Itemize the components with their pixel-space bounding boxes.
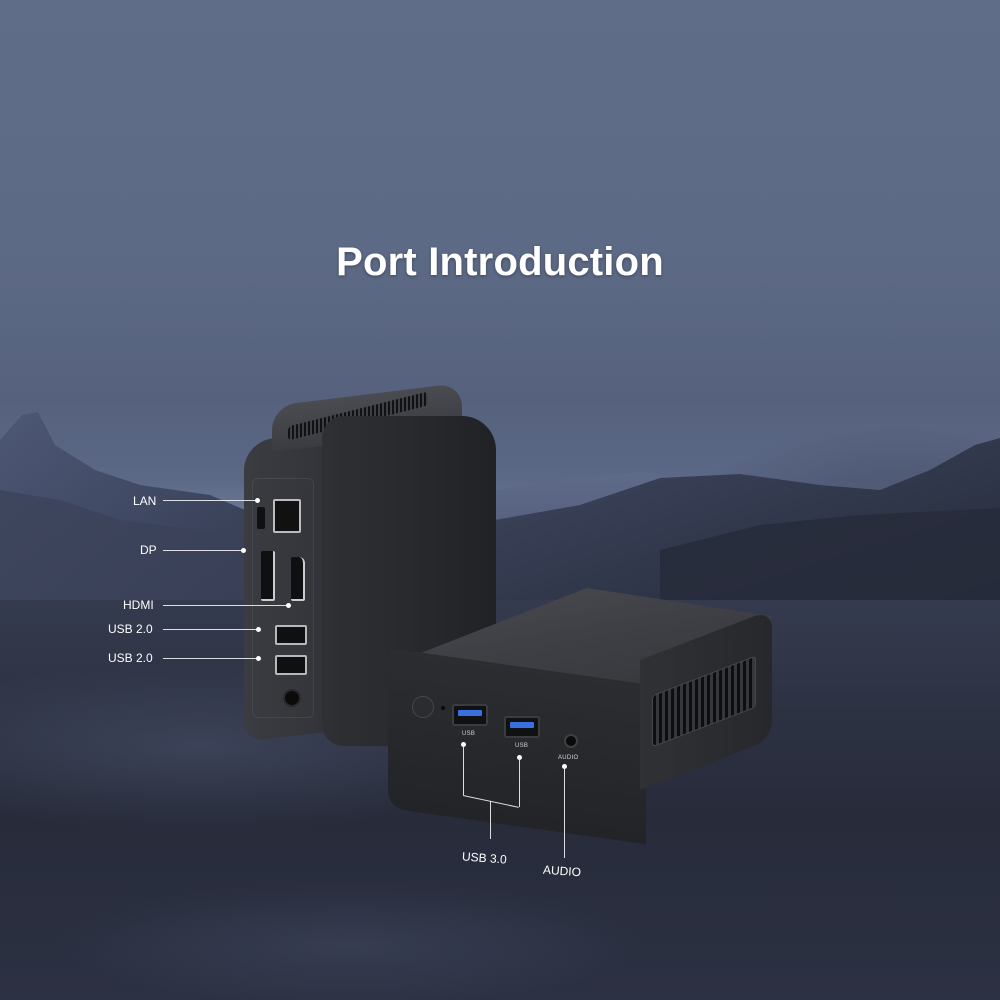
dc-power-jack: [283, 689, 301, 707]
power-button: [412, 696, 434, 718]
usb3-port-1: [452, 704, 488, 726]
callout-line-lan: [163, 500, 257, 501]
side-vent-grille: [652, 655, 756, 748]
callout-label-dp: DP: [140, 543, 157, 557]
callout-dot-dp: [241, 548, 246, 553]
usb3-port-2: [504, 716, 540, 738]
displayport-port: [261, 551, 275, 601]
callout-line-dp: [163, 550, 243, 551]
page-title: Port Introduction: [336, 240, 664, 284]
callout-line-hdmi: [163, 605, 288, 606]
mini-pc-horizontal: USB USB AUDIO: [386, 588, 772, 845]
callout-line-usb3-1: [463, 744, 464, 795]
usb2-port-1: [275, 625, 307, 645]
callout-dot-usb2-2: [256, 656, 261, 661]
callout-line-audio: [564, 766, 565, 858]
lan-port: [273, 499, 301, 533]
callout-dot-lan: [255, 498, 260, 503]
status-led: [441, 706, 445, 710]
callout-label-hdmi: HDMI: [123, 598, 154, 612]
callout-dot-hdmi: [286, 603, 291, 608]
callout-label-usb2-2: USB 2.0: [108, 651, 153, 665]
audio-port-label: AUDIO: [558, 755, 579, 761]
callout-label-usb3: USB 3.0: [461, 849, 508, 867]
hdmi-port: [291, 557, 305, 601]
callout-dot-usb2-1: [256, 627, 261, 632]
callout-label-audio: AUDIO: [542, 862, 582, 880]
callout-label-usb2-1: USB 2.0: [108, 622, 153, 636]
audio-jack: [564, 734, 578, 748]
usb-port-label-1: USB: [462, 731, 476, 737]
rear-port-panel: [252, 478, 314, 718]
callout-line-usb2-1: [163, 629, 258, 630]
usb-port-label-2: USB: [515, 743, 529, 749]
callout-stem-usb3: [490, 801, 491, 839]
usb2-port-2: [275, 655, 307, 675]
kensington-lock-slot: [257, 507, 265, 529]
mountain-backdrop: [0, 412, 1000, 600]
callout-label-lan: LAN: [133, 494, 157, 508]
callout-line-usb2-2: [163, 658, 258, 659]
callout-line-usb3-2: [519, 757, 520, 807]
